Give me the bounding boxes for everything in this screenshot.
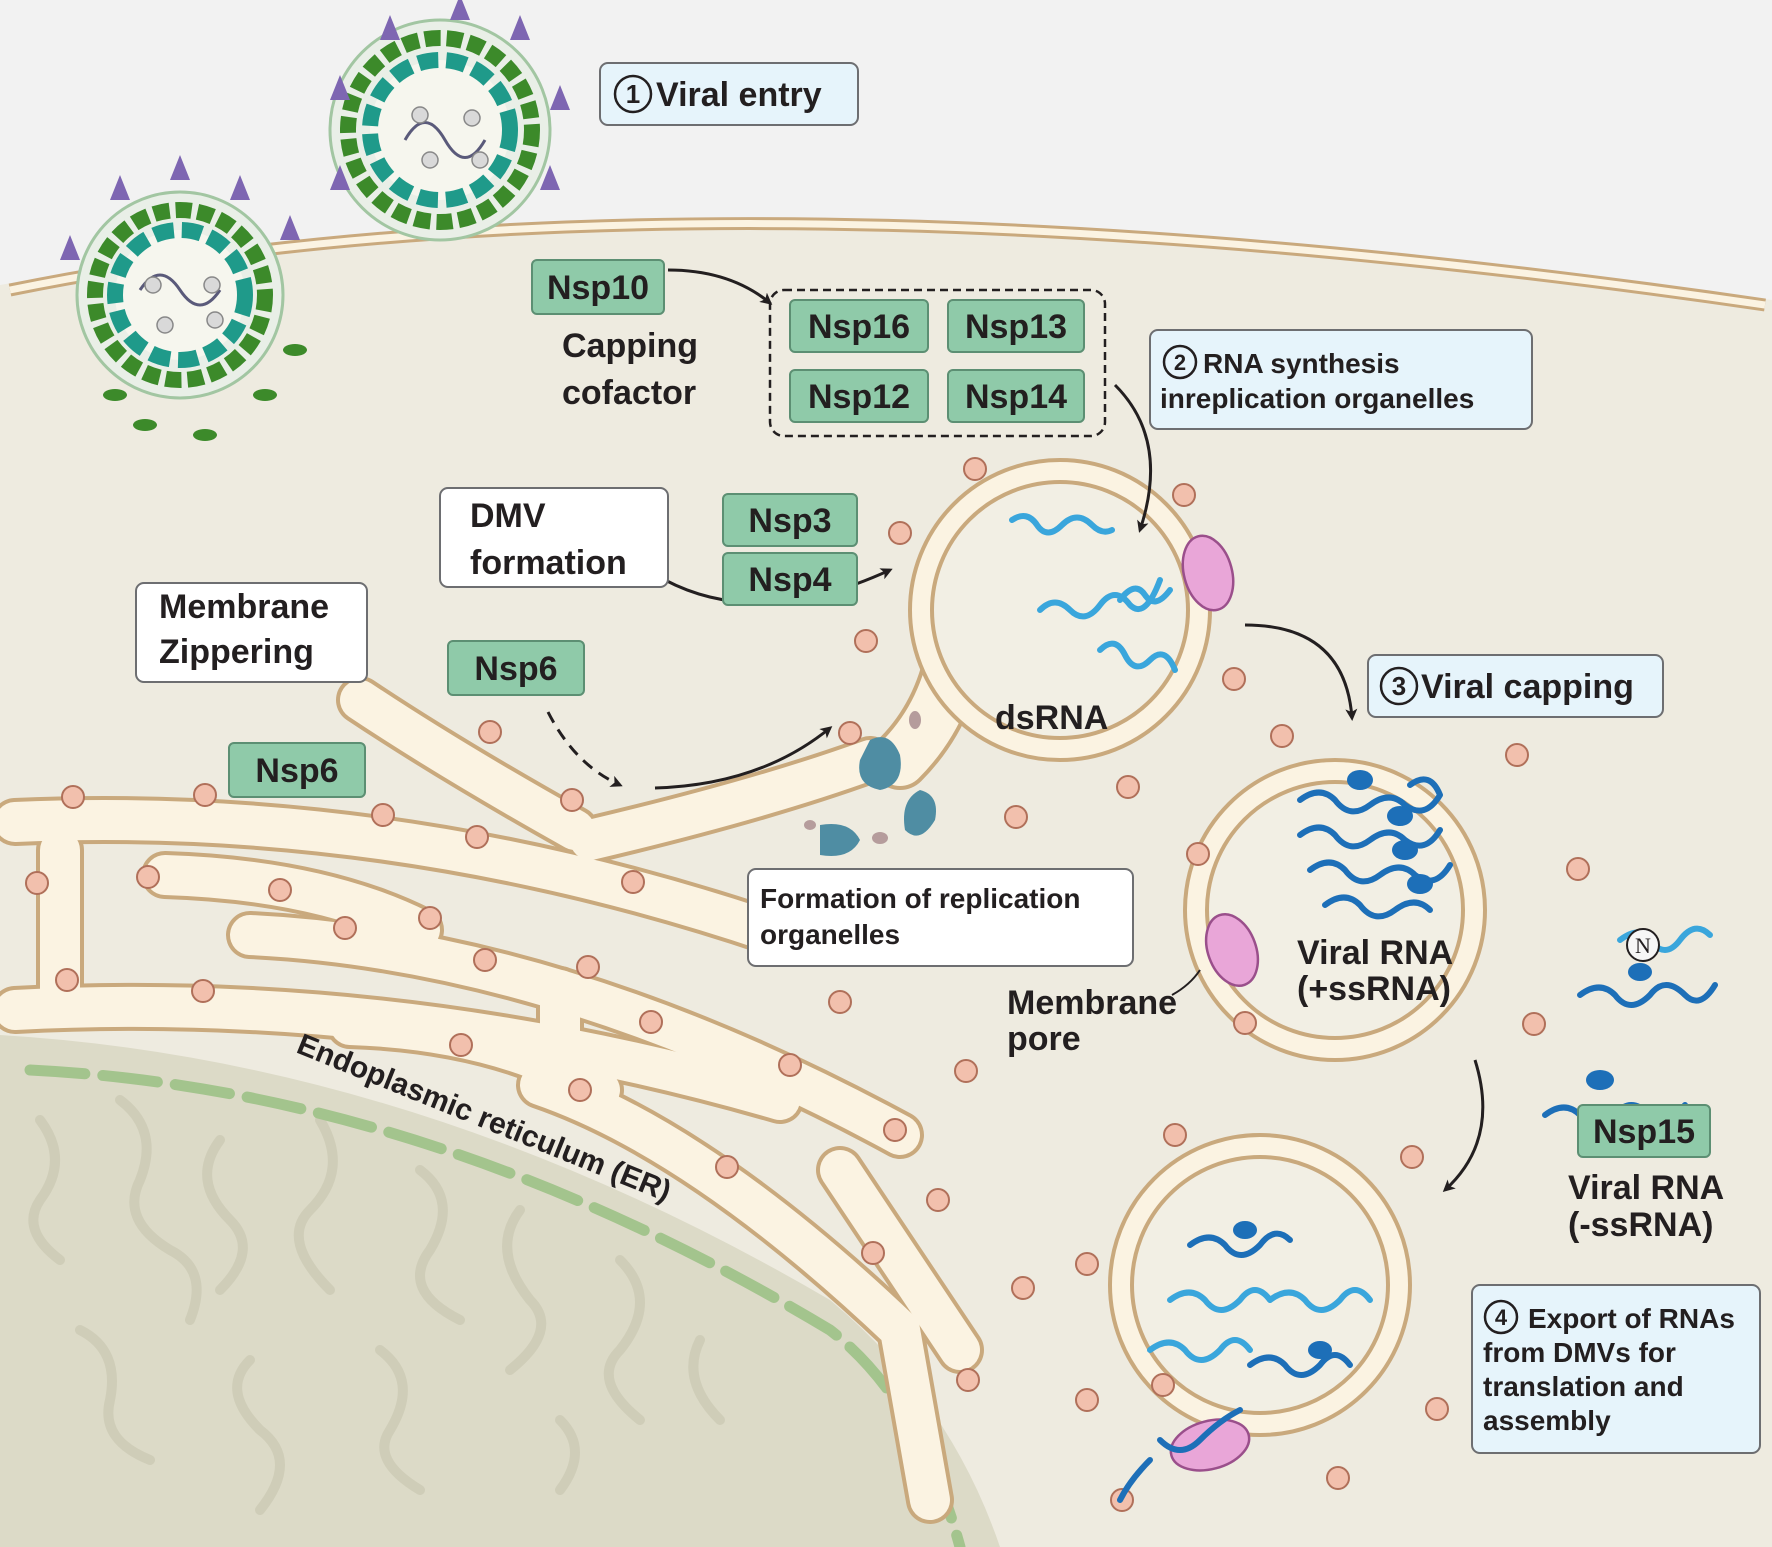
membrane-zippering-box: Membrane Zippering xyxy=(135,582,368,683)
nsp6-left-label: Nsp6 xyxy=(255,752,338,790)
step3-title: Viral capping xyxy=(1421,668,1634,706)
negative-rna-line1: Viral RNA xyxy=(1568,1169,1724,1207)
step2-number: 2 xyxy=(1174,350,1186,375)
nsp15-label: Nsp15 xyxy=(1593,1113,1695,1151)
nsp14-label: Nsp14 xyxy=(965,378,1067,416)
membrane-zippering-line1: Membrane xyxy=(159,588,329,626)
dmv-neck-vesicles xyxy=(804,711,936,856)
step2-box: 2 RNA synthesis inreplication organelles xyxy=(1149,329,1533,430)
n-protein: N xyxy=(1626,928,1660,962)
step1-title: Viral entry xyxy=(656,76,822,114)
membrane-pore-2 xyxy=(1204,913,1260,987)
nsp13-label: Nsp13 xyxy=(965,308,1067,346)
nsp4-label: Nsp4 xyxy=(748,561,831,599)
replication-organelles-line2: organelles xyxy=(760,919,900,950)
dsrna-label: dsRNA xyxy=(995,699,1108,737)
step3-number: 3 xyxy=(1392,671,1406,701)
step4-line4: assembly xyxy=(1483,1405,1611,1436)
dsrna-strands xyxy=(1009,513,1178,673)
nsp6-left-box: Nsp6 xyxy=(228,742,366,798)
virion-1 xyxy=(60,155,300,400)
nsp10-box: Nsp10 xyxy=(531,259,665,315)
dmv-formation-box: DMV formation xyxy=(439,487,669,588)
replication-organelles-line1: Formation of replication xyxy=(760,883,1080,914)
arrow-dmv1-to-dmv2 xyxy=(1244,623,1358,721)
n-protein-label: N xyxy=(1635,933,1651,958)
nsp12-box: Nsp12 xyxy=(789,369,929,423)
membrane-zippering-line2: Zippering xyxy=(159,633,314,671)
nsp6-top-box: Nsp6 xyxy=(447,640,585,696)
arrow-complex-to-dmv xyxy=(1113,383,1153,533)
arrow-zippering xyxy=(654,726,833,790)
step3-box: 3 Viral capping xyxy=(1367,654,1664,718)
membrane-pore-line2: pore xyxy=(1007,1020,1081,1058)
dmv3-rnas xyxy=(1117,1221,1373,1503)
step4-box: 4 Export of RNAs from DMVs for translati… xyxy=(1471,1284,1761,1454)
nsp16-label: Nsp16 xyxy=(808,308,910,346)
step2-line1: RNA synthesis xyxy=(1203,348,1400,379)
virion-2 xyxy=(328,0,570,242)
step4-line3: translation and xyxy=(1483,1371,1684,1402)
arrow-nsp10-to-complex xyxy=(667,268,773,305)
released-nucleocapsids xyxy=(103,344,307,441)
step2-line2: inreplication organelles xyxy=(1160,383,1474,414)
nsp16-box: Nsp16 xyxy=(789,299,929,353)
nsp3-label: Nsp3 xyxy=(748,502,831,540)
step1-number: 1 xyxy=(626,79,640,109)
step1-box: 1 Viral entry xyxy=(599,62,859,126)
dmv-formation-line1: DMV xyxy=(470,497,546,535)
nsp15-box: Nsp15 xyxy=(1577,1104,1711,1158)
membrane-pore-1 xyxy=(1181,534,1235,612)
positive-ssrna xyxy=(1297,770,1453,920)
nsp10-label: Nsp10 xyxy=(547,269,649,307)
capping-cofactor-line2: cofactor xyxy=(562,374,696,412)
membrane-pore-line1: Membrane xyxy=(1007,984,1177,1022)
nsp14-box: Nsp14 xyxy=(947,369,1085,423)
membrane-pore-3 xyxy=(1169,1418,1251,1472)
nsp12-label: Nsp12 xyxy=(808,378,910,416)
positive-rna-line1: Viral RNA xyxy=(1297,934,1453,972)
step4-line1: Export of RNAs xyxy=(1528,1303,1735,1334)
negative-rna-line2: (-ssRNA) xyxy=(1568,1206,1713,1244)
pore-pointer-line xyxy=(1171,969,1201,996)
nsp4-box: Nsp4 xyxy=(722,552,858,606)
capping-cofactor-line1: Capping xyxy=(562,327,698,365)
nsp13-box: Nsp13 xyxy=(947,299,1085,353)
nsp6-top-label: Nsp6 xyxy=(474,650,557,688)
ribosomes xyxy=(25,457,1590,1512)
positive-rna-line2: (+ssRNA) xyxy=(1297,970,1451,1008)
step4-number: 4 xyxy=(1495,1305,1508,1330)
nsp3-box: Nsp3 xyxy=(722,493,858,547)
chromatin xyxy=(28,1095,725,1515)
dmv-formation-line2: formation xyxy=(470,544,627,582)
step4-line2: from DMVs for xyxy=(1483,1337,1676,1368)
replication-organelles-box: Formation of replication organelles xyxy=(747,868,1134,967)
arrow-dmv2-to-dmv3 xyxy=(1442,1059,1485,1193)
